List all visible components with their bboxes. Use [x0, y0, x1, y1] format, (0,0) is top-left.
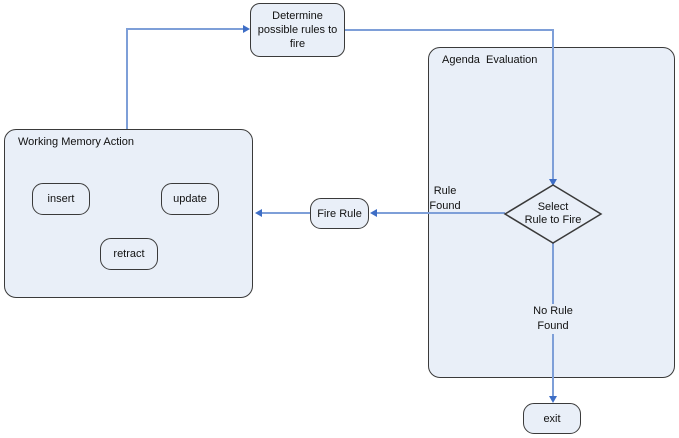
edge-wma-to-determine-vertical: [126, 29, 128, 129]
edge-determine-to-select-vertical: [552, 29, 554, 179]
working-memory-action-label: Working Memory Action: [18, 136, 134, 148]
arrowhead-into-diamond-icon: [549, 179, 557, 186]
decision-diamond-shape: [503, 184, 603, 244]
arrowhead-into-wma-icon: [255, 209, 262, 217]
edge-determine-to-select-horizontal: [345, 29, 553, 31]
edge-fire-rule-to-wma: [262, 212, 310, 214]
node-exit: exit: [523, 403, 581, 434]
edge-wma-to-determine-horizontal: [126, 28, 243, 30]
agenda-evaluation-label: Agenda Evaluation: [442, 54, 538, 66]
edge-label-no-rule-found: No Rule Found: [517, 304, 589, 334]
node-determine-possible-rules: Determine possible rules to fire: [250, 3, 345, 57]
node-insert: insert: [32, 183, 90, 215]
arrowhead-into-determine-icon: [243, 25, 250, 33]
node-select-rule-to-fire: Select Rule to Fire: [524, 201, 582, 226]
node-update: update: [161, 183, 219, 215]
edge-select-to-fire-rule: [377, 212, 505, 214]
node-retract: retract: [100, 238, 158, 270]
edge-label-rule-found: Rule Found: [429, 185, 461, 212]
arrowhead-into-exit-icon: [549, 396, 557, 403]
arrowhead-into-fire-rule-icon: [370, 209, 377, 217]
node-fire-rule: Fire Rule: [310, 198, 369, 229]
